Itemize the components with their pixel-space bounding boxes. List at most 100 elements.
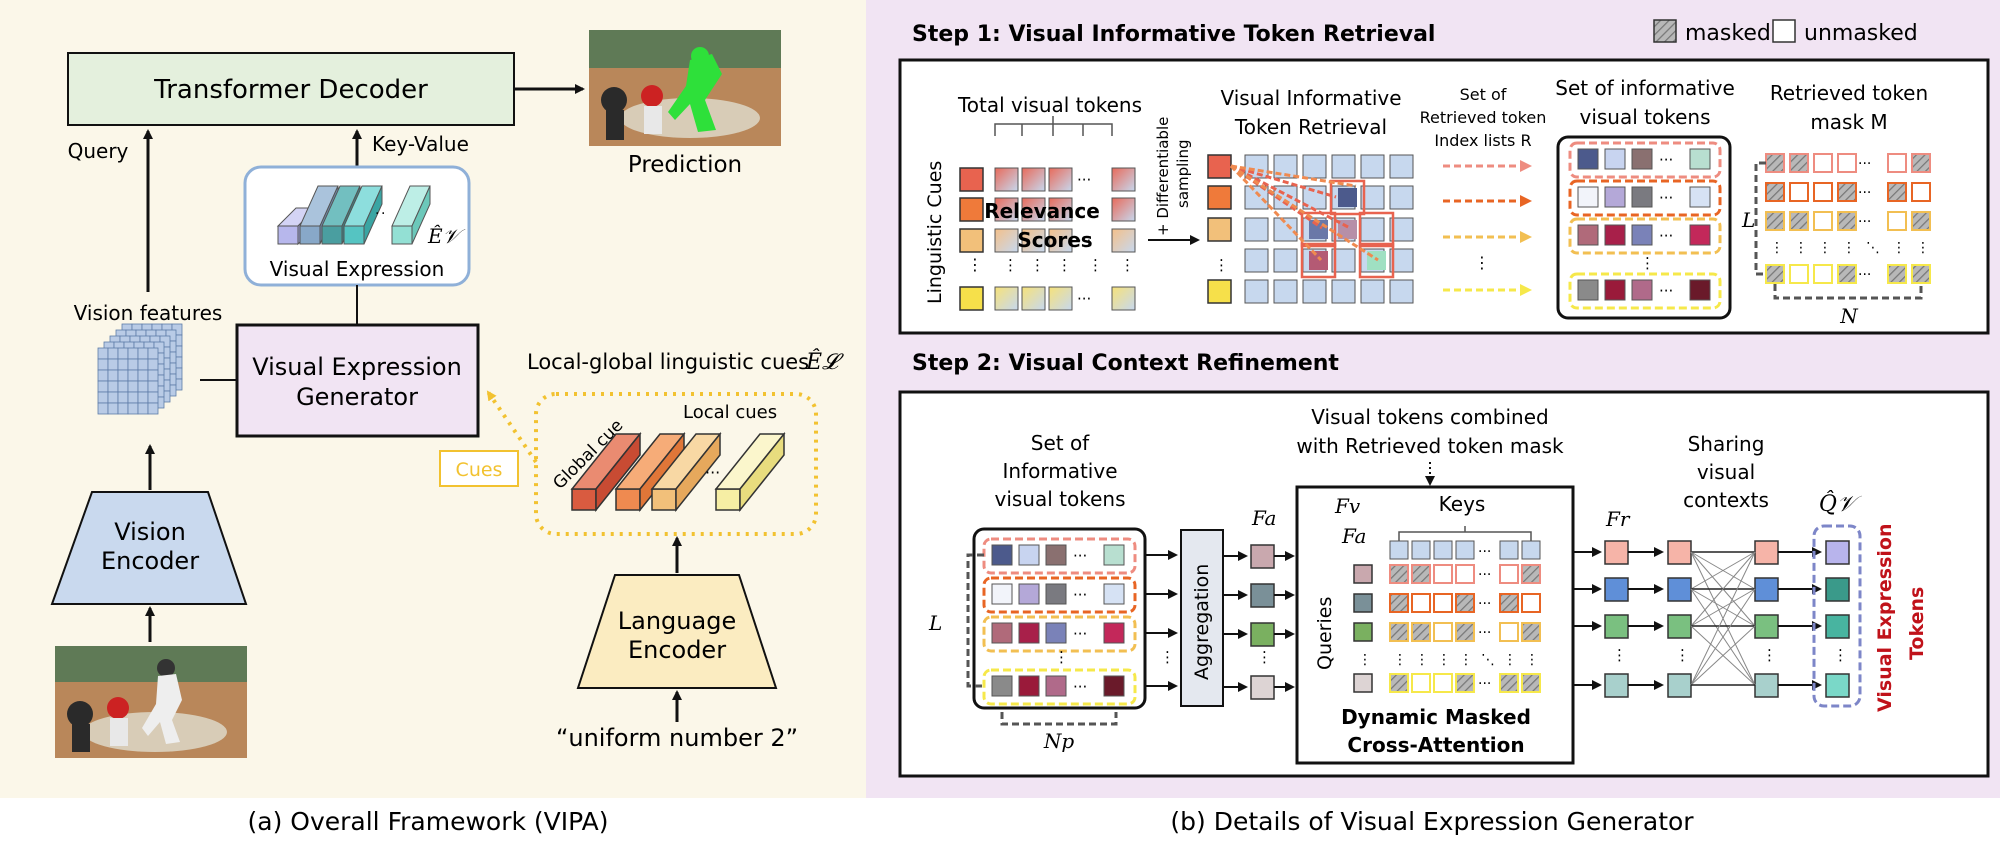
relevance-score-grid: ············⋮⋮⋮⋮⋮ <box>994 167 1136 311</box>
cues-tag-label: Cues <box>456 459 503 481</box>
cube-cell <box>137 369 149 382</box>
ellipsis-glyph: ⋮ <box>1030 256 1045 274</box>
masked-cell <box>1887 182 1907 202</box>
ellipsis-glyph: ⋮ <box>1842 240 1856 256</box>
context-node <box>1667 540 1692 565</box>
context-node <box>1754 673 1779 698</box>
key-cell <box>1411 540 1431 560</box>
L-bracket <box>1754 161 1766 276</box>
step1-title: Step 1: Visual Informative Token Retriev… <box>912 22 1435 47</box>
refined-feature-cell <box>1604 577 1629 602</box>
ellipsis-glyph: ··· <box>1077 290 1091 308</box>
ellipsis-glyph: ··· <box>1659 227 1673 245</box>
masked-cell <box>1911 264 1931 284</box>
token-cell <box>1018 675 1040 697</box>
masked-attention-grid: ···············⋮⋮⋮⋮⋮⋱⋮⋮ <box>1353 526 1541 693</box>
ellipsis-glyph: ··· <box>1478 567 1491 583</box>
token-cell <box>991 583 1013 605</box>
relevance-cell <box>994 197 1019 222</box>
cue-cell <box>959 228 984 253</box>
context-node <box>1754 577 1779 602</box>
ellipsis-glyph: ⋮ <box>1916 240 1930 256</box>
masked-cell <box>1765 211 1785 231</box>
token-row-outline <box>982 615 1137 653</box>
cube-cell <box>97 402 109 415</box>
ellipsis-glyph: ··· <box>1478 676 1491 692</box>
cube-cell <box>107 369 119 382</box>
relevance-cell <box>1111 286 1136 311</box>
vitr-grid: ⋮ <box>1207 154 1414 304</box>
token-cell <box>991 544 1013 566</box>
ellipsis-glyph: ··· <box>1073 625 1087 643</box>
token-cell <box>1604 224 1626 246</box>
token-cell <box>1103 675 1125 697</box>
cube-cell <box>127 347 139 360</box>
unmasked-cell <box>1813 153 1833 173</box>
cube-cell <box>127 391 139 404</box>
unmasked-cell <box>1789 182 1809 202</box>
masked-cell <box>1765 153 1785 173</box>
ellipsis-glyph: ⋮ <box>1770 240 1784 256</box>
mask-label-line1: Retrieved token <box>1770 81 1928 105</box>
cube-cell <box>107 380 119 393</box>
global-cue-block <box>570 431 642 513</box>
ellipsis-glyph: ··· <box>1858 214 1871 230</box>
token-cell <box>1244 217 1269 242</box>
unmasked-cell <box>1813 211 1833 231</box>
masked-cell <box>1455 673 1475 693</box>
token-row-outline <box>1568 179 1722 217</box>
masked-cell <box>1765 182 1785 202</box>
token-cell <box>1018 583 1040 605</box>
retrieval-line <box>1229 164 1323 262</box>
ellipsis-glyph: ⋮ <box>1057 256 1072 274</box>
relevance-cell <box>1021 197 1046 222</box>
unmasked-cell <box>1433 593 1453 613</box>
relevance-label-line1: Relevance <box>984 199 1100 223</box>
token-row-outline <box>1568 272 1722 310</box>
ellipsis-glyph: ⋮ <box>967 255 983 274</box>
selection-outline <box>1329 179 1366 216</box>
ellipsis-glyph: ⋮ <box>1088 256 1103 274</box>
language-encoder-label-line2: Encoder <box>628 636 726 664</box>
arrow-head <box>1520 284 1532 296</box>
language-encoder-label-line1: Language <box>618 607 736 635</box>
masked-cell <box>1911 211 1931 231</box>
cube-cell <box>97 358 109 371</box>
ellipsis-glyph: ⋮ <box>1120 256 1135 274</box>
svg-text:·: · <box>375 206 379 222</box>
ellipsis-glyph: ··· <box>1858 185 1871 201</box>
token-cell <box>1360 217 1385 242</box>
unmasked-cell <box>1433 564 1453 584</box>
token-cell <box>1689 224 1711 246</box>
relevance-cell <box>1111 167 1136 192</box>
step2-title: Step 2: Visual Context Refinement <box>912 351 1339 376</box>
context-node <box>1754 614 1779 639</box>
unmasked-cell <box>1887 153 1907 173</box>
dmca-Fa-label: Fa <box>1341 524 1366 548</box>
unmasked-cell <box>1411 593 1431 613</box>
unmasked-cell <box>1521 593 1541 613</box>
masked-cell <box>1389 673 1409 693</box>
retrieval-line <box>1230 164 1351 230</box>
context-link <box>1690 588 1756 627</box>
token-cell <box>1360 154 1385 179</box>
ellipsis-glyph: ⋮ <box>1415 652 1429 668</box>
mask-label-line2: mask M <box>1810 110 1887 134</box>
token-cell <box>1244 279 1269 304</box>
expression-token-cell <box>1825 614 1850 639</box>
visual-expression-vectors: ·· <box>276 185 431 246</box>
informative-token-rows: ············⋮ <box>1568 141 1722 310</box>
step2-Fa-label: Fa <box>1251 506 1276 530</box>
token-cell <box>1604 186 1626 208</box>
masked-cell <box>1389 564 1409 584</box>
set-retrieved-label-line3: Index lists R <box>1434 131 1531 150</box>
masked-cell <box>1411 564 1431 584</box>
sharing-label-line2: visual <box>1697 460 1755 484</box>
cue-cell <box>959 286 984 311</box>
step1-cue-column: ⋮ <box>959 167 984 311</box>
set-label-line1: Set of <box>1031 431 1090 455</box>
mask-N-label: N <box>1839 304 1859 328</box>
context-link <box>1690 551 1756 686</box>
cue-blocks: ··· <box>570 431 786 513</box>
